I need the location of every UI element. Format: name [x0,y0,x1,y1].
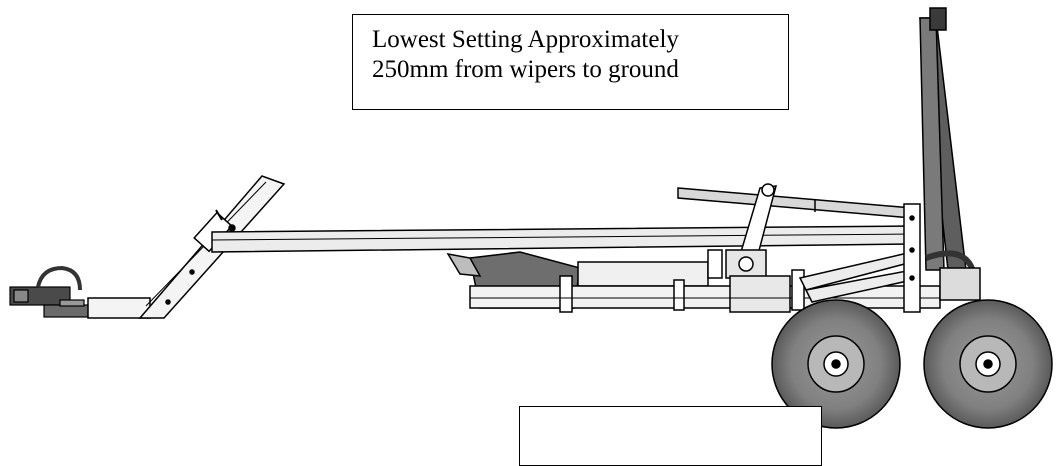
hitch-coupling [9,265,95,318]
mast [919,7,981,301]
lever-assembly [725,183,778,279]
machine-side-view [9,7,1053,429]
rear-wheel [923,299,1053,429]
adjust-handle [677,187,913,219]
rear-arm [798,203,921,313]
callout-line-1: Lowest Setting Approximately [372,26,679,53]
setting-callout: Lowest Setting Approximately 250mm from … [352,14,789,110]
main-boom [211,225,913,253]
bottom-callout [519,406,822,466]
callout-line-2: 250mm from wipers to ground [372,56,679,83]
front-wheel [771,299,901,429]
wiper-housing [446,249,723,309]
